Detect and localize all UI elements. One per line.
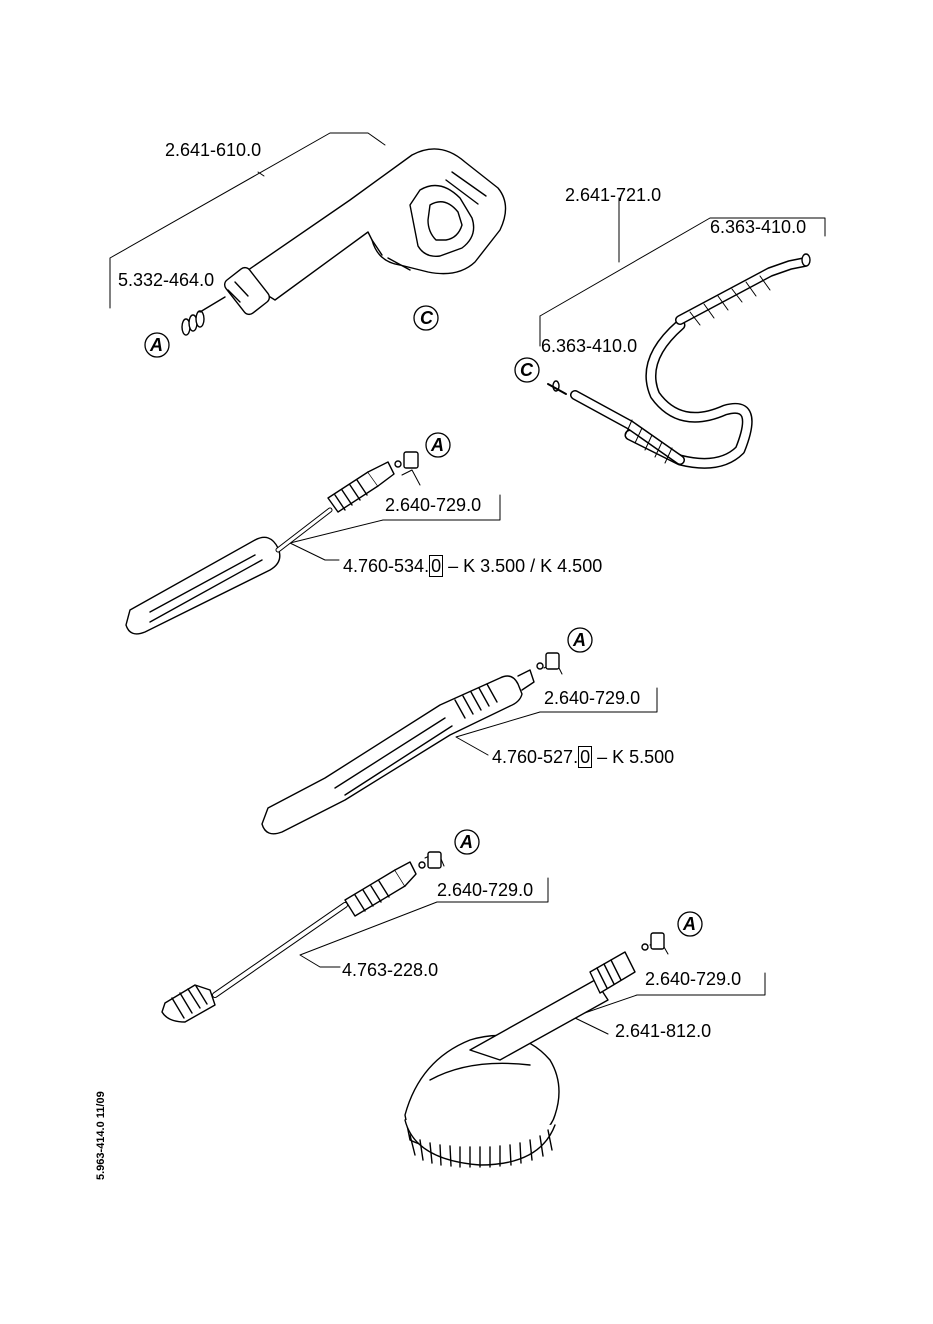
label-gun-insert: 5.332-464.0 [118,270,214,290]
callout-a-gun: A [150,335,163,355]
document-code: 5.963-414.0 11/09 [95,1091,107,1180]
lance-1-drawing [126,452,418,634]
lance-2-drawing [262,653,559,834]
label-lance3-nozzle: 2.640-729.0 [437,880,533,900]
wash-brush-drawing [405,933,664,1167]
callout-circles [145,306,702,936]
label-hose-oring-bottom: 6.363-410.0 [541,336,637,356]
callout-a-lance3: A [460,832,473,852]
label-hose: 2.641-721.0 [565,185,661,205]
spring-drawing [182,297,225,335]
label-lance1-nozzle: 2.640-729.0 [385,495,481,515]
lance-3-drawing [162,852,441,1022]
callout-c-gun: C [420,308,433,328]
label-lance2-nozzle: 2.640-729.0 [544,688,640,708]
label-lance3: 4.763-228.0 [342,960,438,980]
callout-a-lance1: A [431,435,444,455]
label-lance1: 4.760-534.0 – K 3.500 / K 4.500 [343,556,602,576]
callout-c-hose: C [520,360,533,380]
callout-a-brush: A [683,914,696,934]
label-brush: 2.641-812.0 [615,1021,711,1041]
spray-gun-drawing [222,149,505,317]
callout-a-lance2: A [573,630,586,650]
hose-drawing [548,254,810,463]
label-hose-oring-top: 6.363-410.0 [710,217,806,237]
label-brush-nozzle: 2.640-729.0 [645,969,741,989]
label-gun: 2.641-610.0 [165,140,261,160]
label-lance2: 4.760-527.0 – K 5.500 [492,747,674,767]
